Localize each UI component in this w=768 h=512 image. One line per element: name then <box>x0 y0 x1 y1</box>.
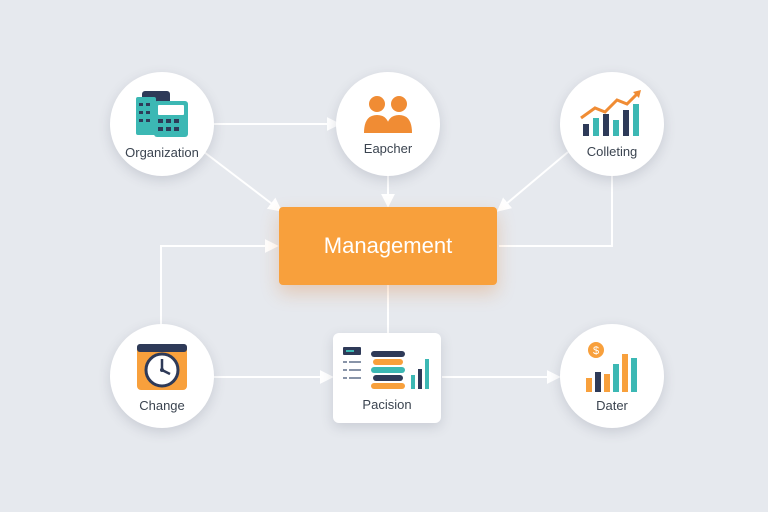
node-organization: Organization <box>110 72 214 176</box>
node-label: Organization <box>125 144 199 160</box>
node-label: Eapcher <box>363 140 413 156</box>
svg-text:$: $ <box>593 345 599 357</box>
clock-icon <box>137 343 187 390</box>
node-label: Pacision <box>362 396 412 412</box>
management-box: Management <box>279 207 497 285</box>
connector-org-center <box>203 151 283 212</box>
connector-colleting-side <box>499 176 613 247</box>
node-pacision: Pacision <box>333 333 441 423</box>
node-label: Change <box>139 397 185 413</box>
connector-colleting-center <box>496 151 569 212</box>
node-eapcher: Eapcher <box>336 72 440 176</box>
node-dater: $ Dater <box>560 324 664 428</box>
connector-change-center <box>160 239 279 325</box>
dollar-chart-icon: $ <box>586 341 637 392</box>
stack-chart-icon <box>343 346 429 389</box>
management-label: Management <box>323 233 453 258</box>
node-label: Dater <box>596 397 628 413</box>
node-colleting: Colleting <box>560 72 664 176</box>
node-change: Change <box>110 324 214 428</box>
node-label: Colleting <box>586 143 638 159</box>
people-icon <box>364 95 412 133</box>
building-icon <box>136 90 188 137</box>
chart-growth-icon <box>580 89 641 136</box>
